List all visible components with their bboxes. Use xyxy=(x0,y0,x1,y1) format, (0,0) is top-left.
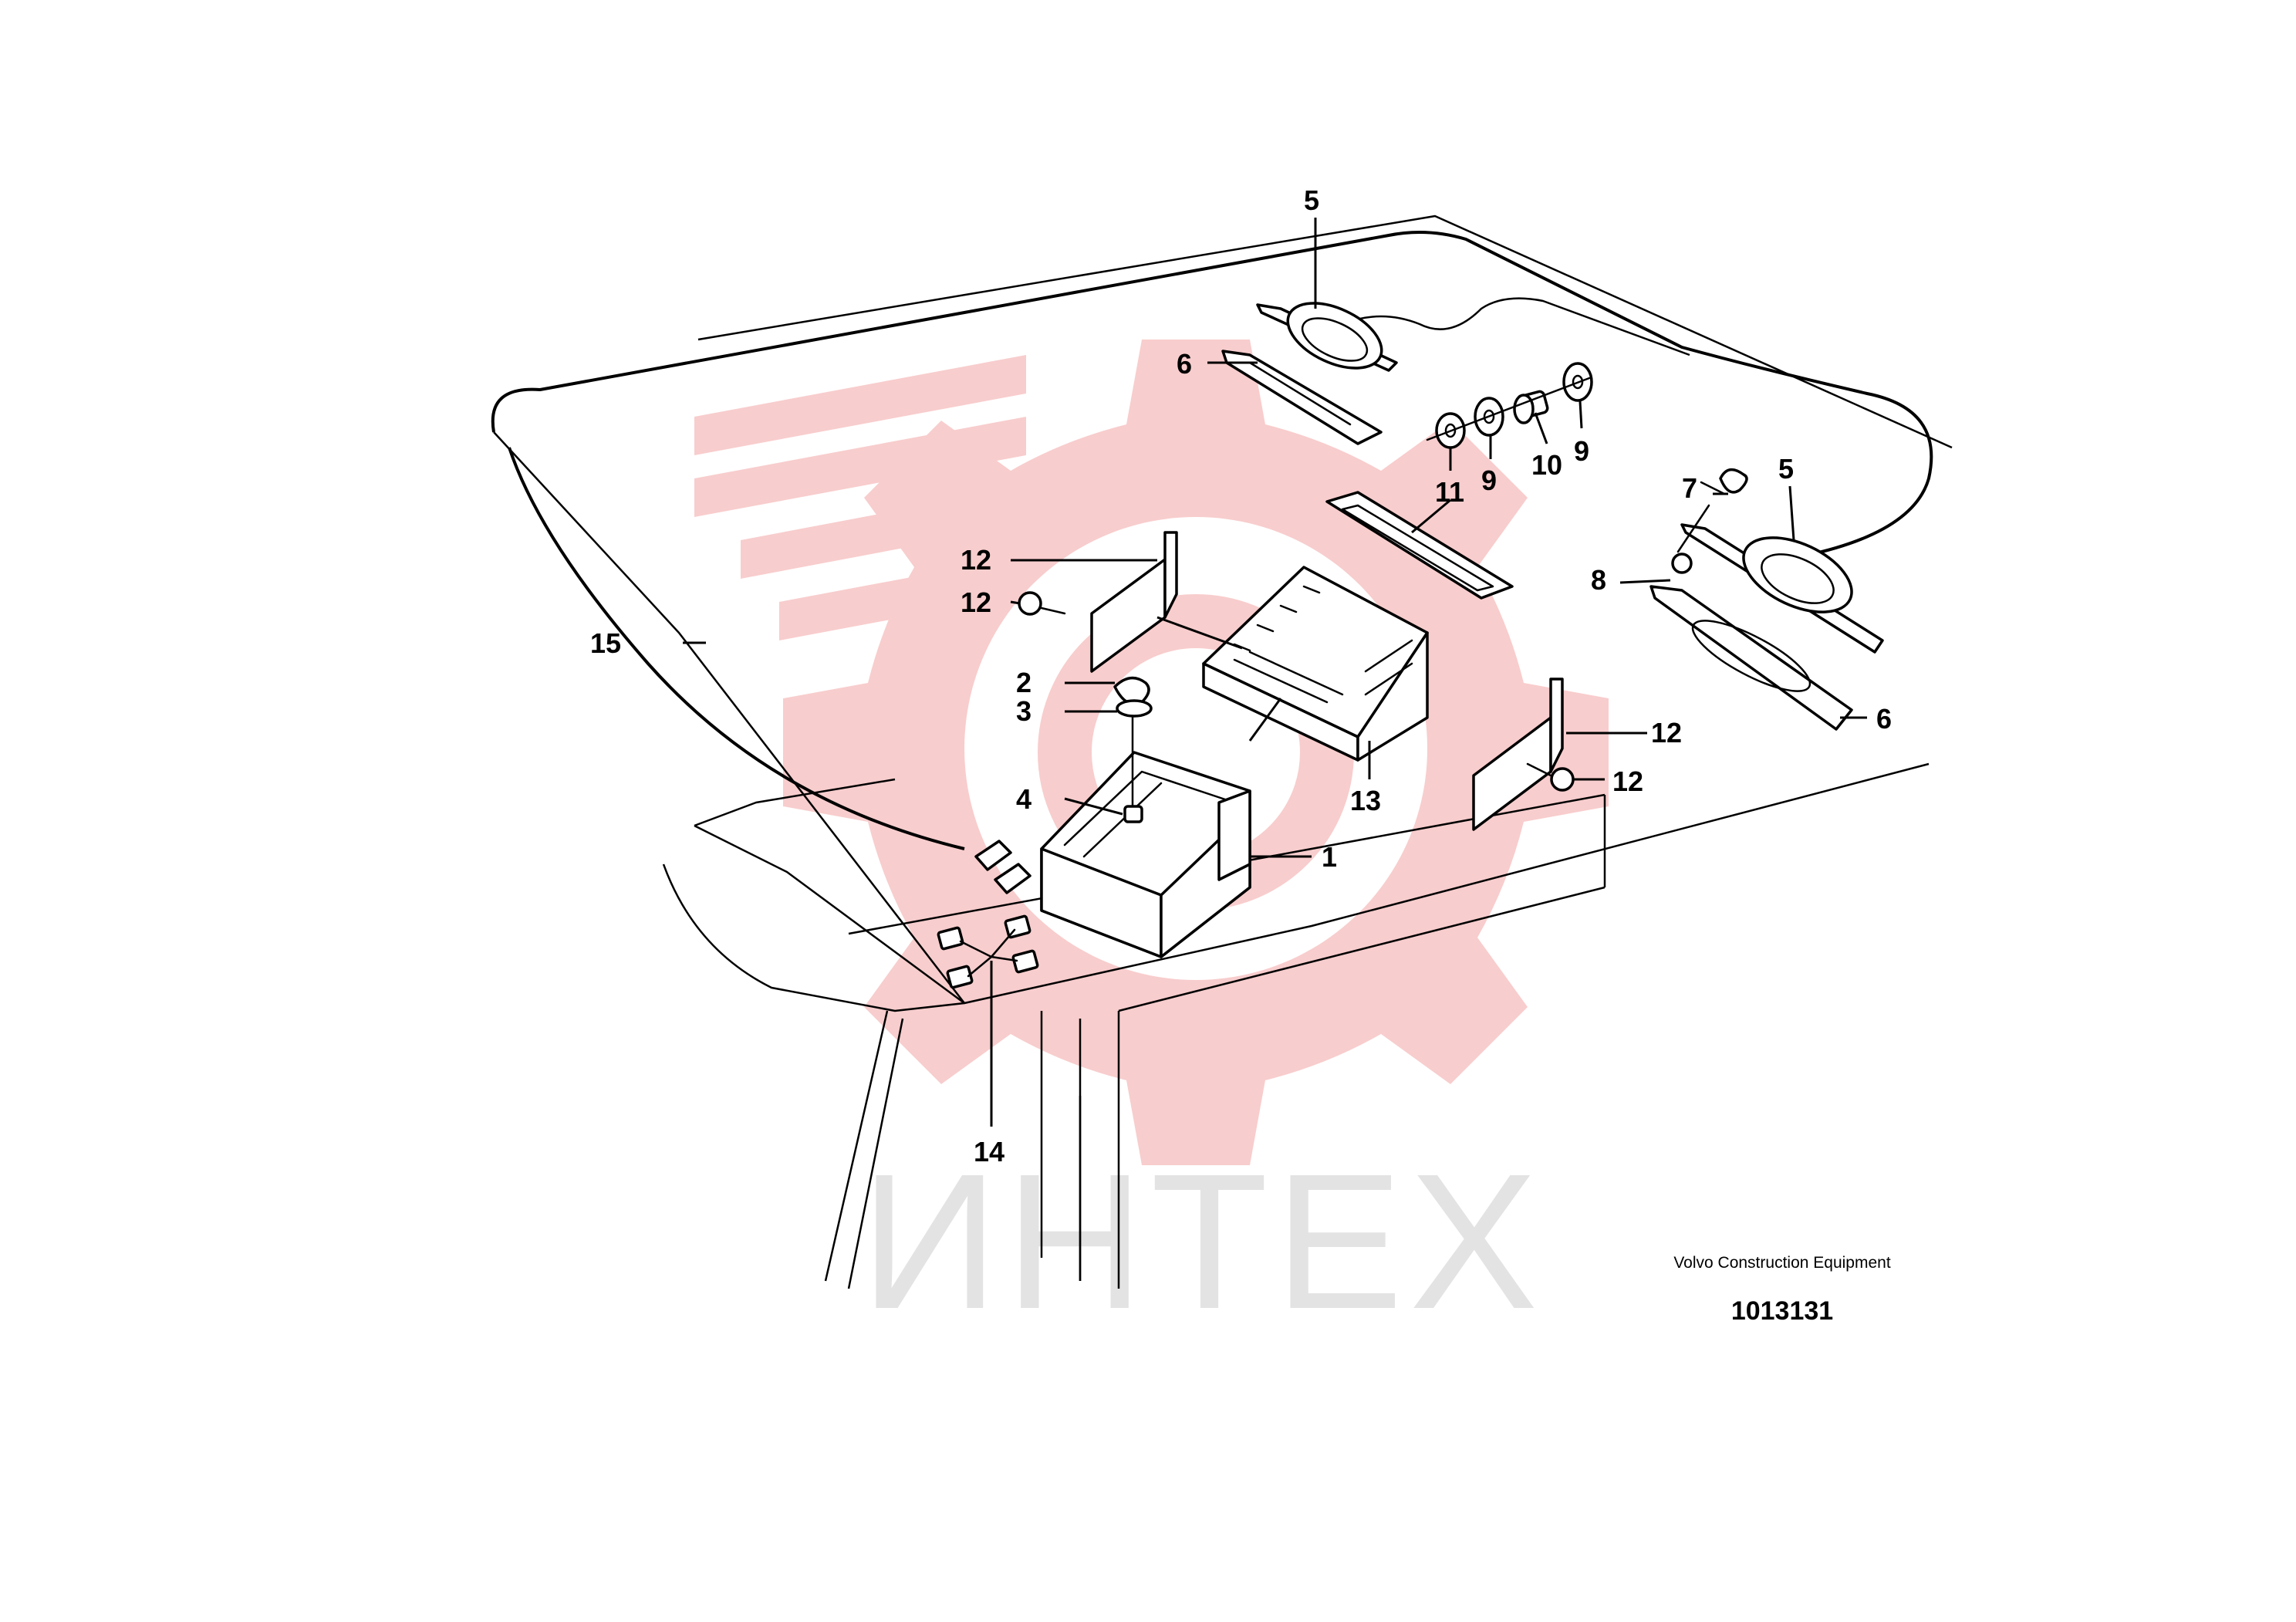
callout-9-left: 9 xyxy=(1481,465,1497,496)
bracket-left xyxy=(1018,531,1178,673)
callout-1: 1 xyxy=(1322,841,1337,873)
callout-12-b: 12 xyxy=(961,586,991,618)
callout-11: 11 xyxy=(1435,476,1464,508)
speaker-left xyxy=(1221,302,1398,445)
cable-harness xyxy=(508,447,1032,894)
bracket-right xyxy=(1472,678,1575,831)
company-label: Volvo Construction Equipment xyxy=(1673,1254,1891,1272)
cab-outline xyxy=(491,215,1953,1289)
callout-labels: 5 6 11 9 10 9 7 5 8 6 12 12 15 2 3 4 1 1… xyxy=(590,184,1892,1168)
drawing-number: 1013131 xyxy=(1730,1296,1834,1326)
antenna-fitting xyxy=(1426,362,1593,449)
watermark-text: ИНТЕХ xyxy=(860,1134,1544,1349)
callout-2: 2 xyxy=(1016,667,1032,698)
callout-12-c: 12 xyxy=(1651,717,1682,748)
speaker-right xyxy=(1649,468,1884,731)
callout-3: 3 xyxy=(1016,695,1032,727)
callout-6-left: 6 xyxy=(1177,348,1192,380)
callout-10: 10 xyxy=(1531,449,1562,481)
callout-5-left: 5 xyxy=(1304,184,1319,216)
mounting-box xyxy=(1040,676,1251,958)
callout-6-right: 6 xyxy=(1876,703,1892,735)
callout-4: 4 xyxy=(1016,783,1032,815)
gear-logo-watermark xyxy=(694,340,1609,1165)
callout-9-right: 9 xyxy=(1574,435,1589,467)
callout-13: 13 xyxy=(1350,785,1381,816)
callout-12-a: 12 xyxy=(961,544,991,576)
callout-15: 15 xyxy=(590,627,621,659)
trim-frame xyxy=(1325,491,1514,600)
radio-unit xyxy=(1202,566,1429,762)
leader-lines xyxy=(683,218,1867,1127)
callout-8: 8 xyxy=(1591,564,1606,596)
callout-7: 7 xyxy=(1682,472,1697,504)
callout-5-right: 5 xyxy=(1778,453,1794,485)
callout-14: 14 xyxy=(974,1136,1004,1168)
connector-set xyxy=(937,914,1039,989)
callout-12-d: 12 xyxy=(1612,765,1643,797)
